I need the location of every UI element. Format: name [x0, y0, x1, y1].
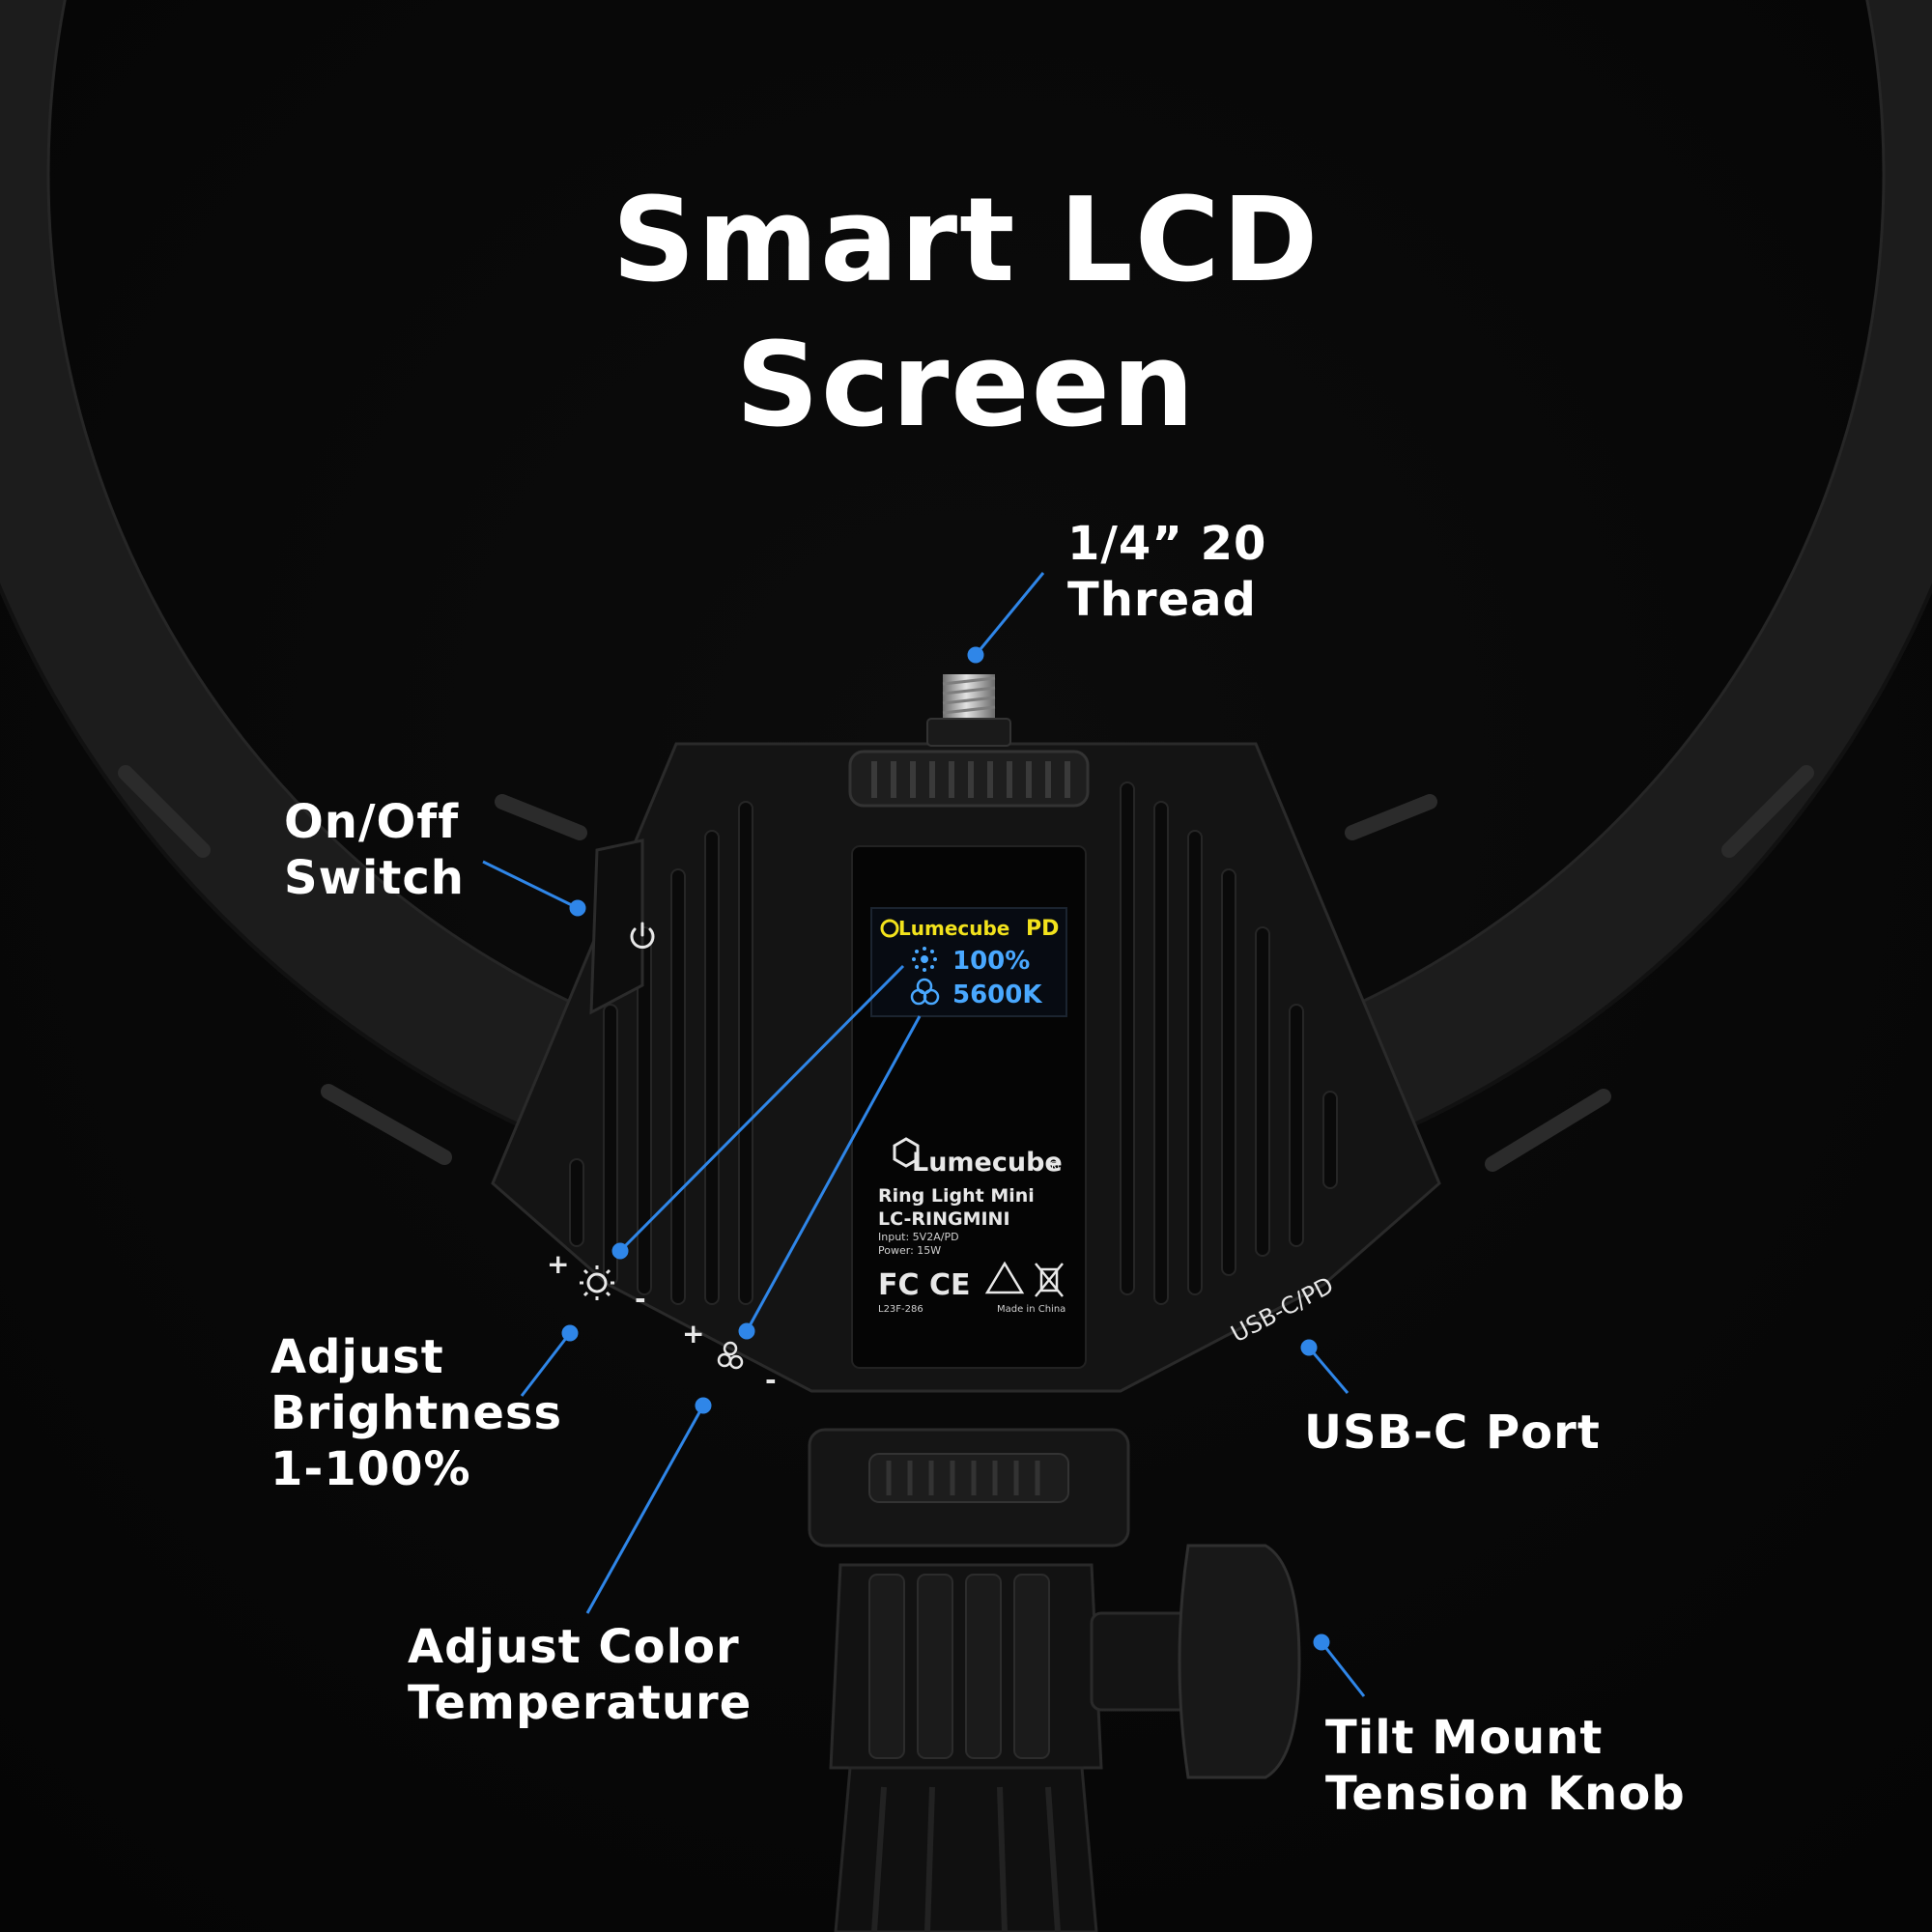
plate-power: Power: 15W — [878, 1244, 941, 1257]
tilt-mount — [808, 1428, 1301, 1932]
lcd-screen: Lumecube PD 100% 5600K — [870, 907, 1067, 1017]
sun-icon — [912, 947, 937, 972]
plate-trademark: ® — [1047, 1159, 1061, 1175]
lcd-brand-text: Lumecube — [898, 917, 1009, 940]
quarter-inch-thread — [926, 674, 1011, 747]
power-icon[interactable] — [630, 922, 655, 949]
callout-brightness: Adjust Brightness 1-100% — [270, 1330, 563, 1496]
recycle-icon — [984, 1261, 1025, 1294]
plate-serial: L23F-286 — [878, 1304, 923, 1315]
tension-knob[interactable] — [1178, 1544, 1301, 1779]
plate-model-code: LC-RINGMINI — [878, 1208, 1010, 1230]
lumecube-logo-icon — [893, 1137, 920, 1168]
fcc-mark: FC — [878, 1268, 920, 1302]
callout-thread: 1/4” 20 Thread — [1067, 517, 1267, 627]
lcd-brightness-value: 100% — [952, 947, 1030, 976]
callout-usbc-port: USB-C Port — [1304, 1406, 1601, 1460]
control-hub — [491, 742, 1441, 1393]
brightness-minus-button[interactable]: - — [635, 1283, 646, 1315]
callout-onoff-switch: On/Off Switch — [284, 795, 465, 905]
lcd-logo-icon — [880, 919, 899, 938]
page-title-line-2: Screen — [735, 319, 1197, 453]
lcd-pd-text: PD — [1026, 917, 1059, 941]
brightness-plus-button[interactable]: + — [547, 1248, 569, 1280]
ce-mark: CE — [929, 1268, 971, 1302]
label-plate: Lumecube ® Ring Light Mini LC-RINGMINI I… — [878, 1137, 1065, 1315]
plate-origin: Made in China — [997, 1304, 1065, 1315]
weee-bin-icon — [1035, 1263, 1064, 1297]
callout-color-temperature: Adjust Color Temperature — [408, 1620, 753, 1730]
page-title-line-1: Smart LCD — [611, 174, 1321, 308]
plate-model-name: Ring Light Mini — [878, 1185, 1035, 1207]
plate-brand-text: Lumecube — [912, 1148, 1063, 1178]
color-temp-knob-icon — [717, 1341, 744, 1370]
callout-leaders — [482, 572, 1366, 1697]
brightness-sun-icon — [580, 1265, 614, 1300]
callout-tilt-knob: Tilt Mount Tension Knob — [1325, 1711, 1686, 1821]
plate-input: Input: 5V2A/PD — [878, 1231, 959, 1243]
color-temp-plus-button[interactable]: + — [682, 1318, 704, 1350]
color-temp-minus-button[interactable]: - — [765, 1364, 777, 1396]
color-temperature-icon — [910, 978, 940, 1006]
lcd-color-temp-value: 5600K — [952, 980, 1042, 1009]
